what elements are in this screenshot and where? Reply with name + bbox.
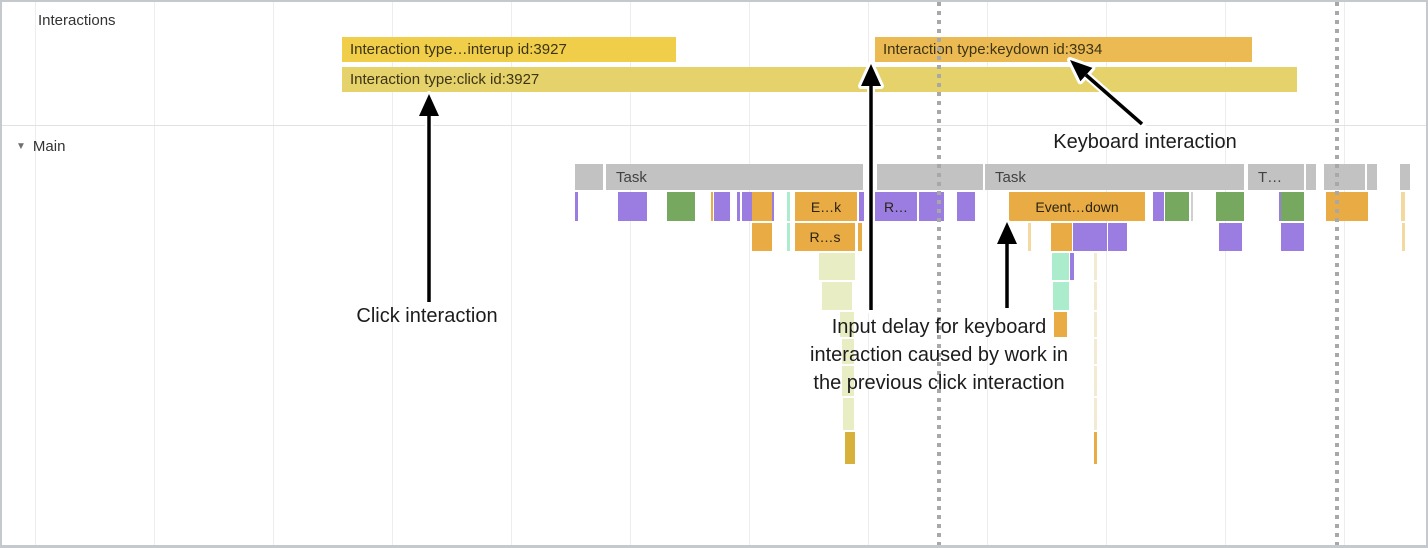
click-interaction-callout: Click interaction bbox=[356, 305, 498, 327]
input-delay-line-1: Input delay for keyboard bbox=[831, 316, 1047, 338]
flame-segment[interactable] bbox=[575, 192, 578, 221]
input-delay-line-2: interaction caused by work in bbox=[810, 344, 1068, 366]
flame-segment[interactable] bbox=[1094, 253, 1097, 280]
flame-segment[interactable] bbox=[1073, 223, 1107, 251]
track-separator bbox=[2, 125, 1426, 126]
flame-segment[interactable]: E…k bbox=[795, 192, 857, 221]
dotted-marker-line bbox=[937, 2, 941, 545]
task-bar[interactable]: Task bbox=[985, 164, 1244, 190]
flame-segment[interactable] bbox=[667, 192, 695, 221]
task-bar[interactable] bbox=[575, 164, 603, 190]
gridline bbox=[749, 2, 750, 545]
flame-segment[interactable] bbox=[957, 192, 975, 221]
flame-segment[interactable] bbox=[1094, 282, 1097, 310]
flame-segment[interactable]: Event…down bbox=[1009, 192, 1145, 221]
flame-segment[interactable] bbox=[859, 192, 864, 221]
flame-segment[interactable] bbox=[1216, 192, 1244, 221]
gridline bbox=[987, 2, 988, 545]
flame-segment[interactable] bbox=[1028, 223, 1031, 251]
flame-segment[interactable] bbox=[1281, 223, 1304, 251]
gridline bbox=[154, 2, 155, 545]
gridline bbox=[1106, 2, 1107, 545]
gridline bbox=[273, 2, 274, 545]
gridline bbox=[392, 2, 393, 545]
main-track-header[interactable]: ▼ Main bbox=[16, 138, 65, 155]
flame-segment[interactable] bbox=[1051, 223, 1072, 251]
collapse-triangle-icon[interactable]: ▼ bbox=[16, 141, 26, 152]
flame-segment[interactable] bbox=[737, 192, 740, 221]
flame-segment[interactable] bbox=[1094, 398, 1097, 430]
dotted-marker-line bbox=[1335, 2, 1339, 545]
gridline bbox=[35, 2, 36, 545]
task-bar[interactable] bbox=[1306, 164, 1316, 190]
flame-segment[interactable] bbox=[819, 253, 855, 280]
flame-segment[interactable] bbox=[1402, 223, 1405, 251]
flame-segment[interactable] bbox=[1219, 223, 1242, 251]
flame-segment[interactable] bbox=[1153, 192, 1164, 221]
flame-segment[interactable] bbox=[1165, 192, 1189, 221]
flame-segment[interactable] bbox=[787, 192, 790, 221]
flame-segment[interactable] bbox=[1108, 223, 1127, 251]
interaction-bar[interactable]: Interaction type…interup id:3927 bbox=[342, 37, 676, 62]
gridline bbox=[511, 2, 512, 545]
task-bar[interactable] bbox=[877, 164, 983, 190]
flame-segment[interactable] bbox=[1279, 192, 1281, 221]
main-track-label: Main bbox=[32, 138, 66, 155]
input-delay-line-3: the previous click interaction bbox=[813, 372, 1065, 394]
flame-segment[interactable]: R…s bbox=[795, 223, 855, 251]
flame-segment[interactable] bbox=[1094, 366, 1097, 396]
flame-segment[interactable] bbox=[1053, 282, 1069, 310]
flame-segment[interactable] bbox=[711, 192, 713, 221]
flame-segment[interactable] bbox=[1052, 253, 1069, 280]
interaction-bar[interactable]: Interaction type:keydown id:3934 bbox=[875, 37, 1252, 62]
flame-segment[interactable] bbox=[618, 192, 647, 221]
flame-segment[interactable] bbox=[842, 366, 854, 396]
flame-segment[interactable] bbox=[1094, 432, 1097, 464]
gridline bbox=[630, 2, 631, 545]
flame-segment[interactable] bbox=[1281, 192, 1304, 221]
task-bar[interactable] bbox=[1400, 164, 1410, 190]
gridline bbox=[1344, 2, 1345, 545]
flame-segment[interactable] bbox=[1191, 192, 1193, 221]
interaction-bar[interactable]: Interaction type:click id:3927 bbox=[342, 67, 1297, 92]
flame-segment[interactable] bbox=[845, 432, 855, 464]
interactions-track-label: Interactions bbox=[38, 12, 116, 29]
input-delay-right-arrow bbox=[994, 219, 1020, 312]
flame-segment[interactable] bbox=[1094, 339, 1097, 364]
flame-segment[interactable] bbox=[1094, 312, 1097, 337]
flame-segment[interactable] bbox=[752, 192, 772, 221]
flame-segment[interactable] bbox=[714, 192, 730, 221]
flame-segment[interactable] bbox=[842, 339, 854, 364]
flame-segment[interactable] bbox=[1070, 253, 1074, 280]
task-bar[interactable] bbox=[1324, 164, 1365, 190]
flame-segment[interactable] bbox=[752, 223, 772, 251]
flame-segment[interactable] bbox=[843, 398, 854, 430]
keyboard-interaction-callout: Keyboard interaction bbox=[1053, 131, 1237, 153]
flame-segment[interactable] bbox=[742, 192, 752, 221]
flame-segment[interactable] bbox=[787, 223, 790, 251]
gridline bbox=[1225, 2, 1226, 545]
flame-segment[interactable] bbox=[772, 192, 774, 221]
task-bar[interactable] bbox=[1367, 164, 1377, 190]
flame-segment[interactable] bbox=[822, 282, 852, 310]
flame-segment[interactable] bbox=[1054, 312, 1067, 337]
flame-segment[interactable] bbox=[1401, 192, 1405, 221]
flame-segment[interactable] bbox=[1326, 192, 1368, 221]
task-bar[interactable]: T… bbox=[1248, 164, 1304, 190]
task-bar[interactable]: Task bbox=[606, 164, 863, 190]
flame-segment[interactable] bbox=[840, 312, 854, 337]
flame-segment[interactable]: R… bbox=[875, 192, 917, 221]
flame-segment[interactable] bbox=[858, 223, 862, 251]
input-delay-callout: Input delay for keyboard interaction cau… bbox=[810, 313, 1068, 397]
